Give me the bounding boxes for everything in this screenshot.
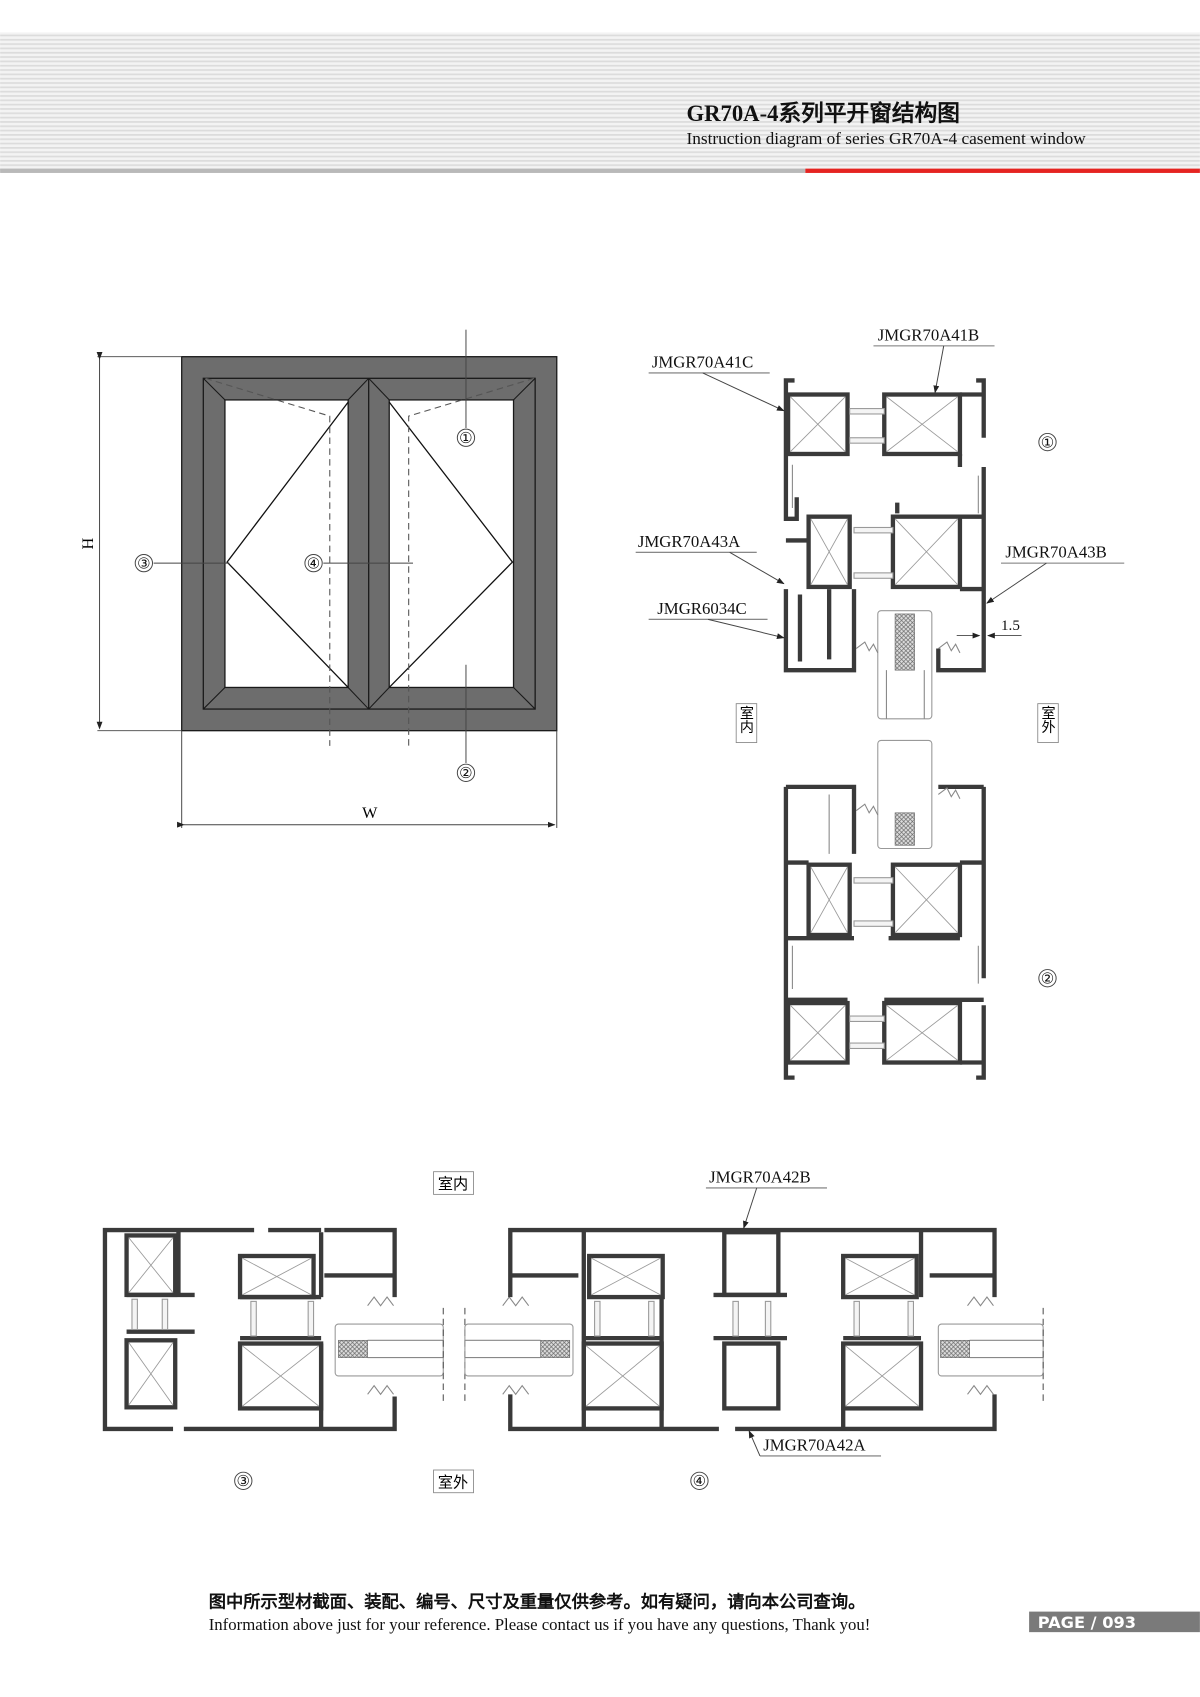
part-label-jmgr70a41c: JMGR70A41C [652,353,753,372]
section-marker-1-label: ① [1038,432,1057,451]
svg-text:③: ③ [137,557,151,573]
horizontal-section-labels: 室内 室外 JMGR70A42B JMGR70A42A ③ ④ [234,1167,882,1494]
section-marker-1[interactable]: ① [456,428,476,447]
svg-text:室内: 室内 [438,1175,468,1193]
vertical-section-labels: JMGR70A41C JMGR70A41B JMGR70A43A JMGR70A… [635,325,1125,988]
svg-text:②: ② [1041,972,1055,988]
footer-note-en: Information above just for your referenc… [209,1615,871,1634]
header-banner: GR70A-4系列平开窗结构图 Instruction diagram of s… [0,32,1200,173]
footer-note-cn: 图中所示型材截面、装配、编号、尺寸及重量仅供参考。如有疑问，请向本公司查询。 [209,1591,866,1612]
svg-text:室外: 室外 [1039,705,1055,734]
svg-text:①: ① [1041,435,1055,451]
horizontal-section-4 [464,1227,1044,1432]
vertical-section-bottom [783,739,986,1080]
part-label-jmgr70a42a: JMGR70A42A [763,1436,865,1455]
accent-bar [805,168,1200,173]
svg-text:①: ① [459,431,473,447]
horizontal-section-3 [102,1227,444,1432]
part-label-jmgr70a41b: JMGR70A41B [878,325,979,344]
wall-thickness-dimension: 1.5 [1001,618,1020,634]
svg-text:④: ④ [693,1474,707,1490]
section-marker-2-label: ② [1038,969,1057,988]
window-elevation: H W ① ② ③ ④ [79,329,558,828]
vertical-section-top [783,378,986,720]
part-label-jmgr70a42b: JMGR70A42B [709,1167,810,1186]
svg-text:③: ③ [237,1474,251,1490]
indoor-label-vertical: 室内 [735,703,758,744]
height-label: H [79,538,97,550]
indoor-label-horizontal: 室内 [433,1171,474,1195]
part-label-jmgr70a43b: JMGR70A43B [1005,543,1106,562]
outdoor-label-vertical: 室外 [1037,703,1059,744]
section-marker-3[interactable]: ③ [134,554,153,573]
outdoor-label-horizontal: 室外 [433,1469,474,1494]
part-label-jmgr6034c: JMGR6034C [657,599,746,618]
page-subtitle: Instruction diagram of series GR70A-4 ca… [686,129,1086,148]
page-title: GR70A-4系列平开窗结构图 [686,100,960,126]
section-marker-4-label: ④ [690,1471,709,1490]
svg-text:④: ④ [307,557,321,573]
svg-text:室外: 室外 [438,1473,468,1491]
left-opening-indicator [226,401,349,688]
width-label: W [362,804,378,822]
section-marker-3-label: ③ [234,1471,253,1490]
svg-text:室内: 室内 [738,705,754,735]
section-marker-2[interactable]: ② [456,763,476,782]
right-glass [388,399,515,689]
page-number: PAGE / 093 [1038,1613,1136,1632]
page-number-badge [1029,1611,1200,1633]
svg-text:②: ② [459,766,473,782]
right-opening-indicator [388,401,514,688]
section-marker-4[interactable]: ④ [304,554,323,573]
part-label-jmgr70a43a: JMGR70A43A [638,532,740,551]
left-glass [224,399,349,689]
footer: 图中所示型材截面、装配、编号、尺寸及重量仅供参考。如有疑问，请向本公司查询。 I… [209,1591,1200,1634]
